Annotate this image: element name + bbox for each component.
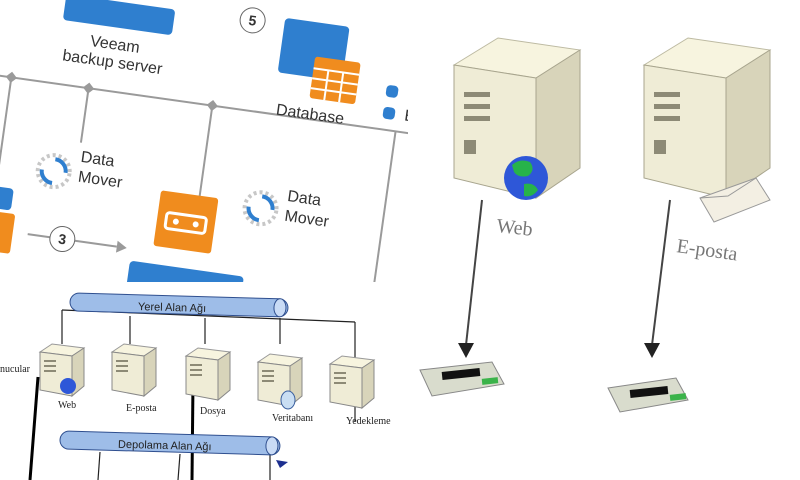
data-mover-icon-2	[242, 190, 279, 227]
clients-label: nucular	[0, 364, 30, 375]
small-globe-icon	[60, 378, 76, 394]
envelope-icon	[699, 177, 771, 223]
globe-icon	[504, 156, 548, 200]
database-grid-icon	[309, 56, 361, 105]
server-label-veritabani: Veritabanı	[272, 413, 314, 424]
web-connector-line	[465, 199, 483, 346]
email-arrow-icon	[644, 343, 660, 358]
web-disk-icon	[419, 361, 505, 397]
veeam-diagram-panel: Veeam backup server 5 Database E Data	[0, 0, 408, 290]
san-pipe-icon	[59, 430, 281, 456]
server-label-eposta: E-posta	[126, 403, 157, 414]
network-lines	[28, 292, 376, 480]
server-pixel-art: Web E-posta	[419, 37, 772, 413]
email-label: E-posta	[675, 235, 739, 265]
step-5-badge: 5	[237, 5, 268, 36]
lan-pipe-icon	[69, 292, 289, 318]
tower-icon-yedekleme	[328, 355, 376, 410]
blue-square-icon	[385, 84, 399, 99]
web-label: Web	[495, 215, 533, 241]
email-connector-line	[651, 199, 671, 346]
server-pixel-panel: Web E-posta	[408, 0, 800, 480]
server-label-yedekleme: Yedekleme	[346, 416, 391, 427]
server-label-dosya: Dosya	[200, 406, 226, 417]
tower-icon-eposta	[110, 343, 158, 398]
tower-icon-veritabani	[256, 353, 304, 408]
network-diagram-panel: Yerel Alan Ağı Depolama Alan Ağı nucular…	[0, 282, 408, 480]
email-server-icon	[642, 37, 772, 199]
web-arrow-icon	[458, 343, 474, 358]
tape-icon	[153, 190, 219, 254]
blue-square-icon-2	[382, 106, 396, 121]
partial-label-e: E	[403, 107, 408, 126]
san-label: Depolama Alan Ağı	[117, 438, 212, 454]
server-label-web: Web	[58, 400, 77, 411]
data-mover-icon	[35, 153, 72, 190]
lan-label: Yerel Alan Ağı	[137, 301, 207, 315]
tower-icon-dosya	[184, 347, 232, 402]
email-disk-icon	[607, 377, 689, 413]
small-database-icon	[280, 390, 296, 410]
